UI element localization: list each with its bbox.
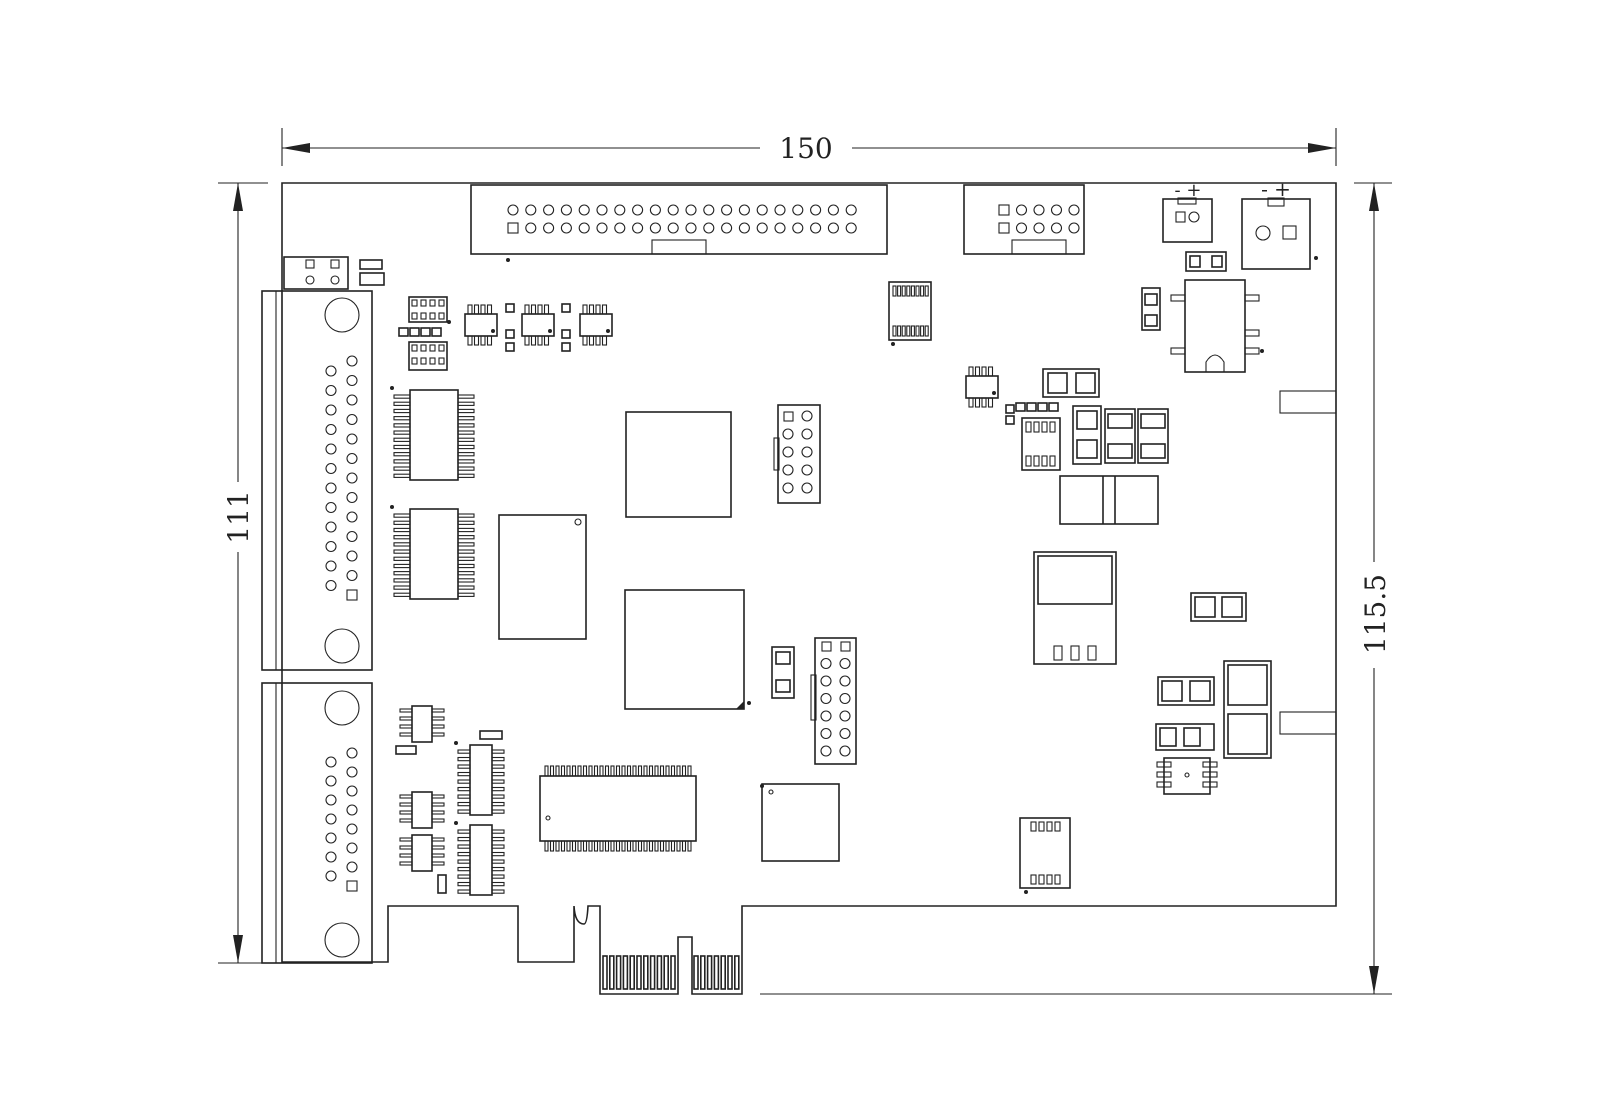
resistor-array-top-left — [398, 320, 451, 337]
tsop-memory-chip — [539, 765, 697, 852]
opto-ic-1 — [464, 304, 498, 346]
opto-side-ic-1 — [399, 705, 445, 743]
qfn-pack-right — [1156, 757, 1218, 795]
opto-ic-2 — [521, 304, 555, 346]
soic-ic-1 — [390, 386, 475, 481]
header-2x7 — [810, 637, 857, 765]
opto-ic-3 — [579, 304, 613, 346]
soic-ic-5 — [888, 281, 932, 346]
capacitor-pair-3 — [1157, 676, 1215, 706]
height-right-dimension-label: 115.5 — [1359, 574, 1392, 654]
voltage-regulator-to263 — [1033, 551, 1117, 665]
processor-chip — [625, 411, 732, 518]
power-terminal-1: - + — [1162, 180, 1213, 243]
db15-connector-lower — [261, 682, 373, 964]
power-terminal-1-polarity: - + — [1175, 180, 1202, 201]
width-dimension: 150 — [281, 128, 1337, 166]
header-10pin — [963, 184, 1085, 255]
components-layer — [390, 251, 1272, 896]
edge-tab-upper — [1279, 390, 1337, 414]
ide-header-40pin — [470, 184, 888, 262]
power-terminal-2-polarity: - + — [1261, 177, 1291, 201]
capacitor-pair-1 — [1042, 368, 1100, 398]
height-left-dimension-label: 111 — [222, 490, 255, 543]
inductor-large — [1223, 660, 1272, 759]
qfn-chip — [760, 783, 840, 862]
smd-pads-cluster — [395, 303, 571, 894]
capacitor-column-2 — [1104, 408, 1136, 464]
inductor-pair — [1059, 475, 1159, 525]
relay-pack-2 — [408, 341, 448, 371]
regulator-ic-8pin — [965, 366, 999, 408]
height-left-dimension: 111 — [218, 182, 300, 964]
width-dimension-label: 150 — [779, 132, 832, 165]
capacitor-vertical — [771, 646, 795, 699]
eeprom-chip — [1019, 817, 1071, 894]
fuse-small — [1185, 251, 1227, 272]
board-outline — [281, 182, 1337, 995]
power-ic-small — [1021, 417, 1061, 471]
relay-pack-1 — [408, 296, 448, 323]
resistor-row-power — [1005, 402, 1059, 425]
opto-side-ic-3 — [399, 834, 445, 872]
jtag-header-2x5 — [773, 404, 821, 504]
capacitor-pair-4 — [1155, 723, 1215, 751]
switch-component — [1170, 279, 1264, 373]
capacitor-column-1 — [1072, 405, 1102, 465]
memory-chip — [498, 514, 587, 640]
opto-side-ic-2 — [399, 791, 445, 829]
db25-connector-upper — [261, 290, 373, 671]
capacitor-pair-2 — [1190, 592, 1247, 622]
capacitor-column-3 — [1137, 408, 1169, 464]
power-terminal-2: - + — [1241, 177, 1318, 270]
edge-tab-lower — [1279, 711, 1337, 735]
diode-vertical — [1141, 287, 1161, 331]
soic-ic-4 — [454, 821, 505, 896]
soic-ic-3 — [454, 741, 505, 816]
fpga-chip — [624, 589, 751, 710]
jumper-2x2 — [283, 256, 385, 290]
pcie-gold-fingers — [602, 955, 740, 990]
soic-ic-2 — [390, 505, 475, 600]
height-right-dimension: 115.5 — [760, 182, 1392, 995]
